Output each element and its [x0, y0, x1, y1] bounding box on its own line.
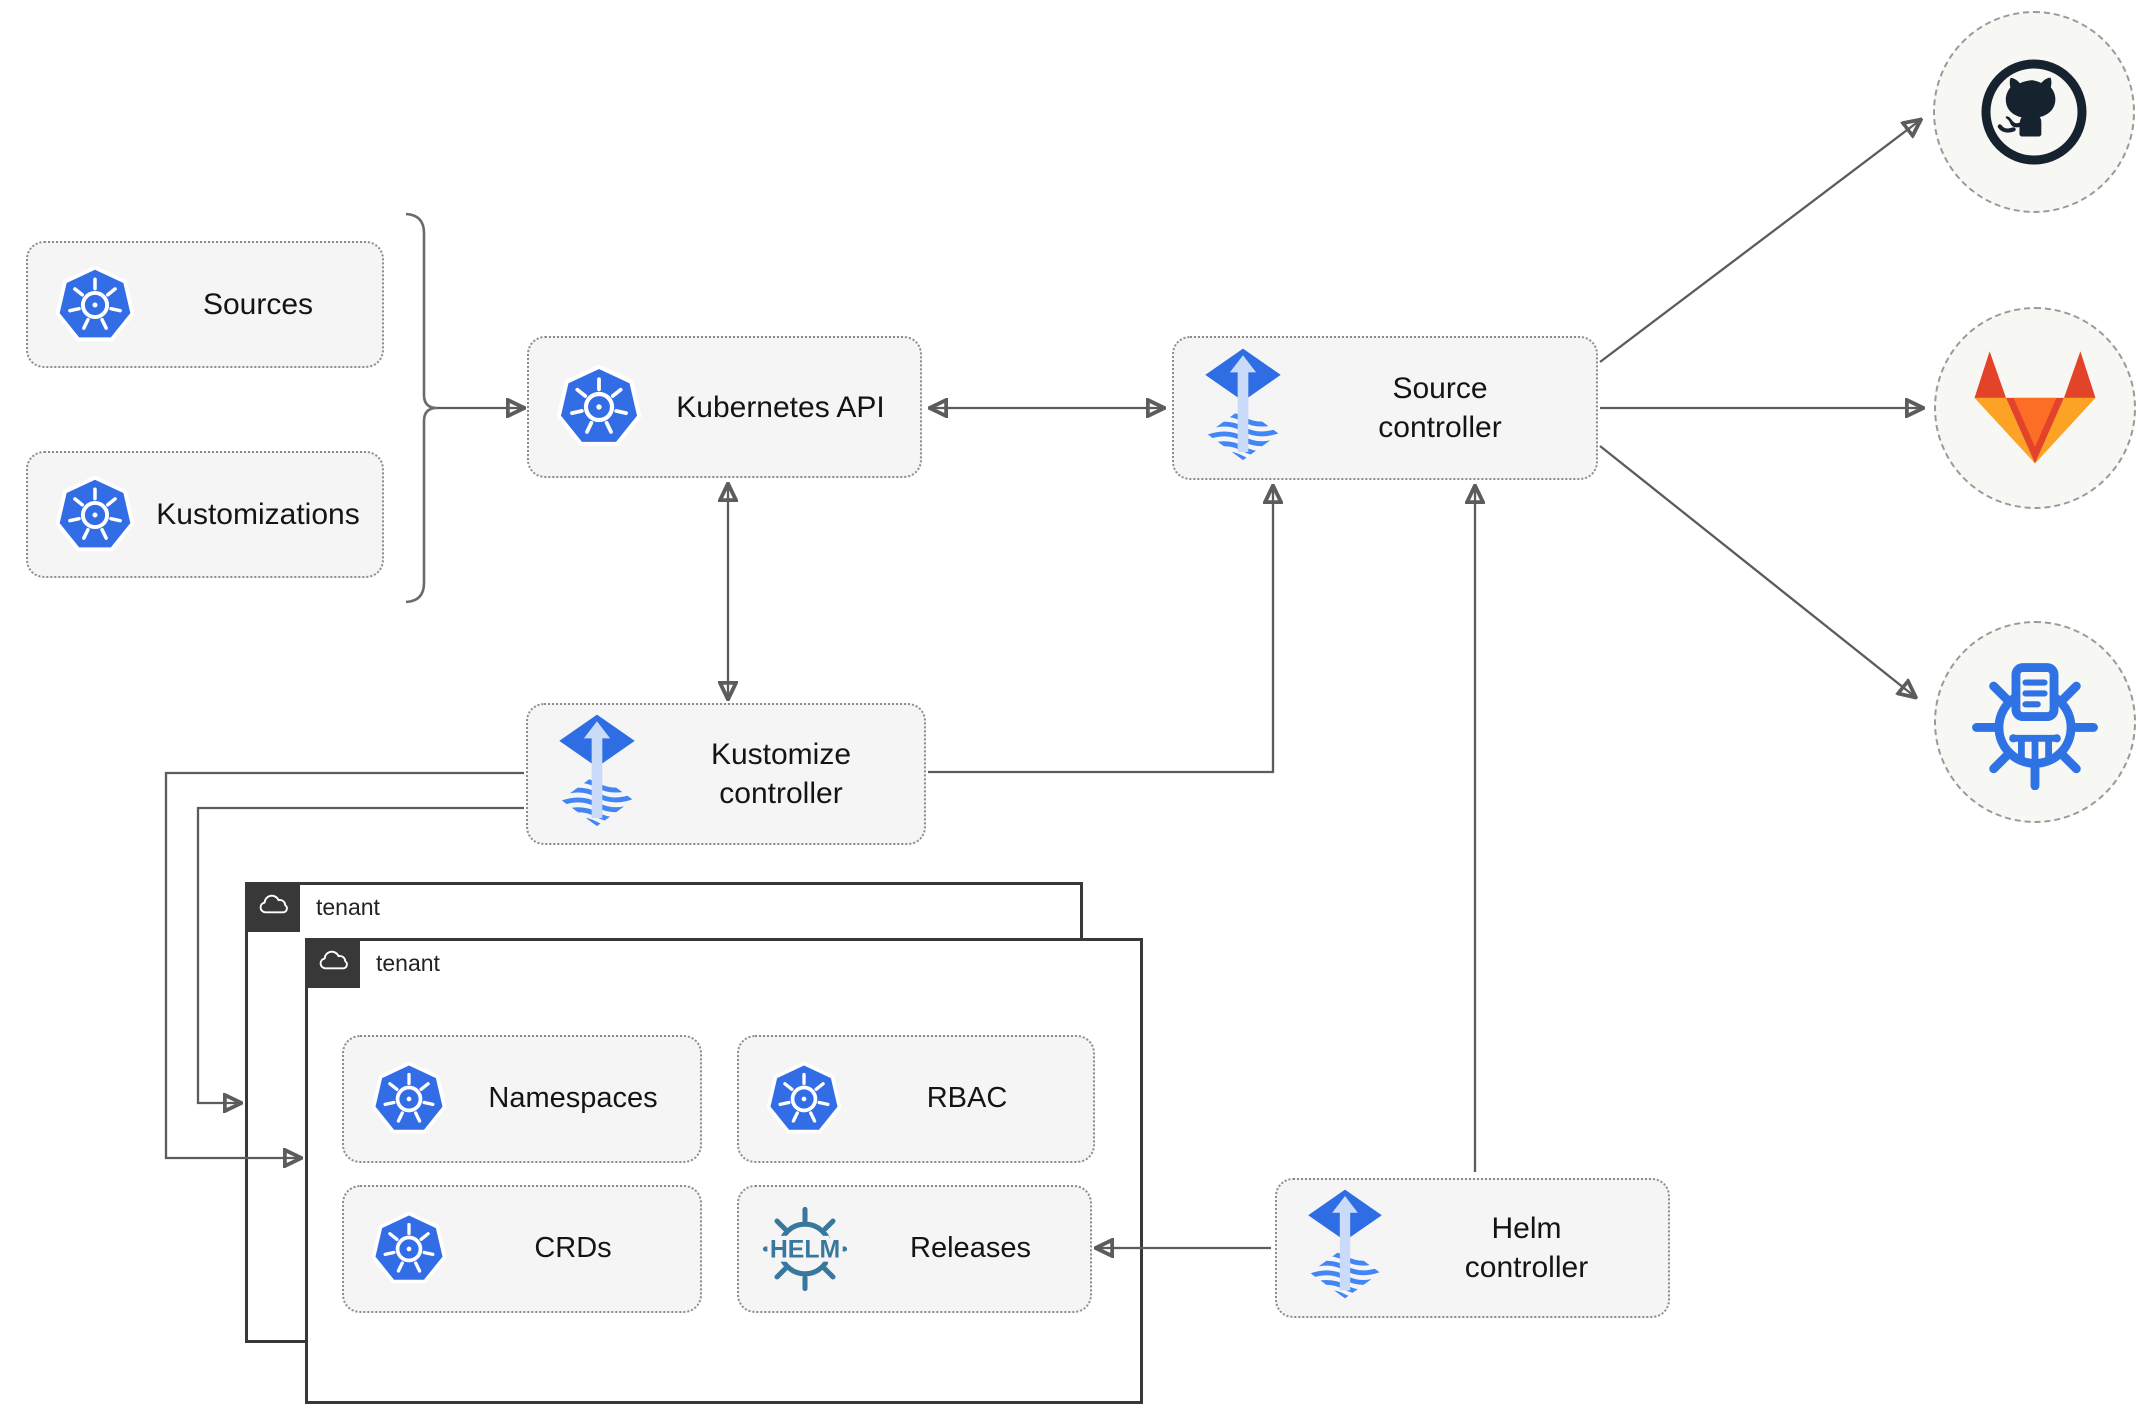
gitlab-icon	[1974, 351, 2096, 464]
kubernetes-icon	[372, 1062, 446, 1134]
flux-icon	[1202, 347, 1284, 470]
node-label: Source controller	[1378, 372, 1502, 444]
node-sources: Sources	[26, 241, 384, 368]
arrow-kustomize-to-source-controller	[928, 488, 1273, 774]
node-source-controller: Source controller	[1172, 336, 1598, 480]
kubernetes-icon	[56, 475, 134, 551]
kubernetes-icon	[767, 1062, 841, 1134]
tenant-box-front: tenant	[305, 938, 1143, 1404]
node-kustomize-controller: Kustomize controller	[526, 703, 926, 845]
arrow-source-to-github	[1599, 121, 1919, 363]
cloud-icon	[259, 894, 288, 914]
kubernetes-icon	[56, 265, 134, 341]
kubernetes-icon	[372, 1212, 446, 1284]
flux-icon	[1305, 1188, 1385, 1308]
helm-wordmark: HELM	[770, 1236, 840, 1263]
arrow-source-to-registry	[1599, 445, 1914, 696]
node-label: Sources	[202, 288, 314, 321]
node-kubernetes-api: Kubernetes API	[527, 336, 922, 478]
kubernetes-icon	[557, 365, 641, 449]
flux-icon	[556, 713, 638, 836]
grouping-bracket	[405, 212, 438, 604]
tenant-label: tenant	[376, 950, 440, 976]
node-label: Helm controller	[1464, 1212, 1589, 1284]
tenant-label: tenant	[316, 894, 380, 920]
cloud-icon	[319, 950, 348, 970]
node-kustomizations: Kustomizations	[26, 451, 384, 578]
node-helm-controller: Helm controller	[1275, 1178, 1670, 1318]
node-label: Kustomize controller	[710, 738, 852, 810]
node-label: RBAC	[926, 1082, 1008, 1115]
node-crds: CRDs	[342, 1185, 702, 1313]
node-rbac: RBAC	[737, 1035, 1095, 1163]
node-label: Namespaces	[488, 1082, 658, 1115]
tenant-header	[305, 938, 360, 988]
tenant-header	[245, 882, 300, 932]
github-repository-circle	[1933, 11, 2135, 213]
node-releases: HELM Releases	[737, 1185, 1092, 1313]
container-registry-icon	[1972, 663, 2098, 790]
node-label: Releases	[910, 1232, 1031, 1265]
helm-icon: HELM	[762, 1206, 848, 1292]
node-label: Kustomizations	[156, 498, 360, 531]
node-label: CRDs	[534, 1232, 612, 1265]
node-label: Kubernetes API	[676, 390, 885, 424]
node-namespaces: Namespaces	[342, 1035, 702, 1163]
github-icon	[1981, 59, 2087, 165]
gitlab-repository-circle	[1934, 307, 2136, 509]
container-registry-circle	[1934, 621, 2136, 823]
